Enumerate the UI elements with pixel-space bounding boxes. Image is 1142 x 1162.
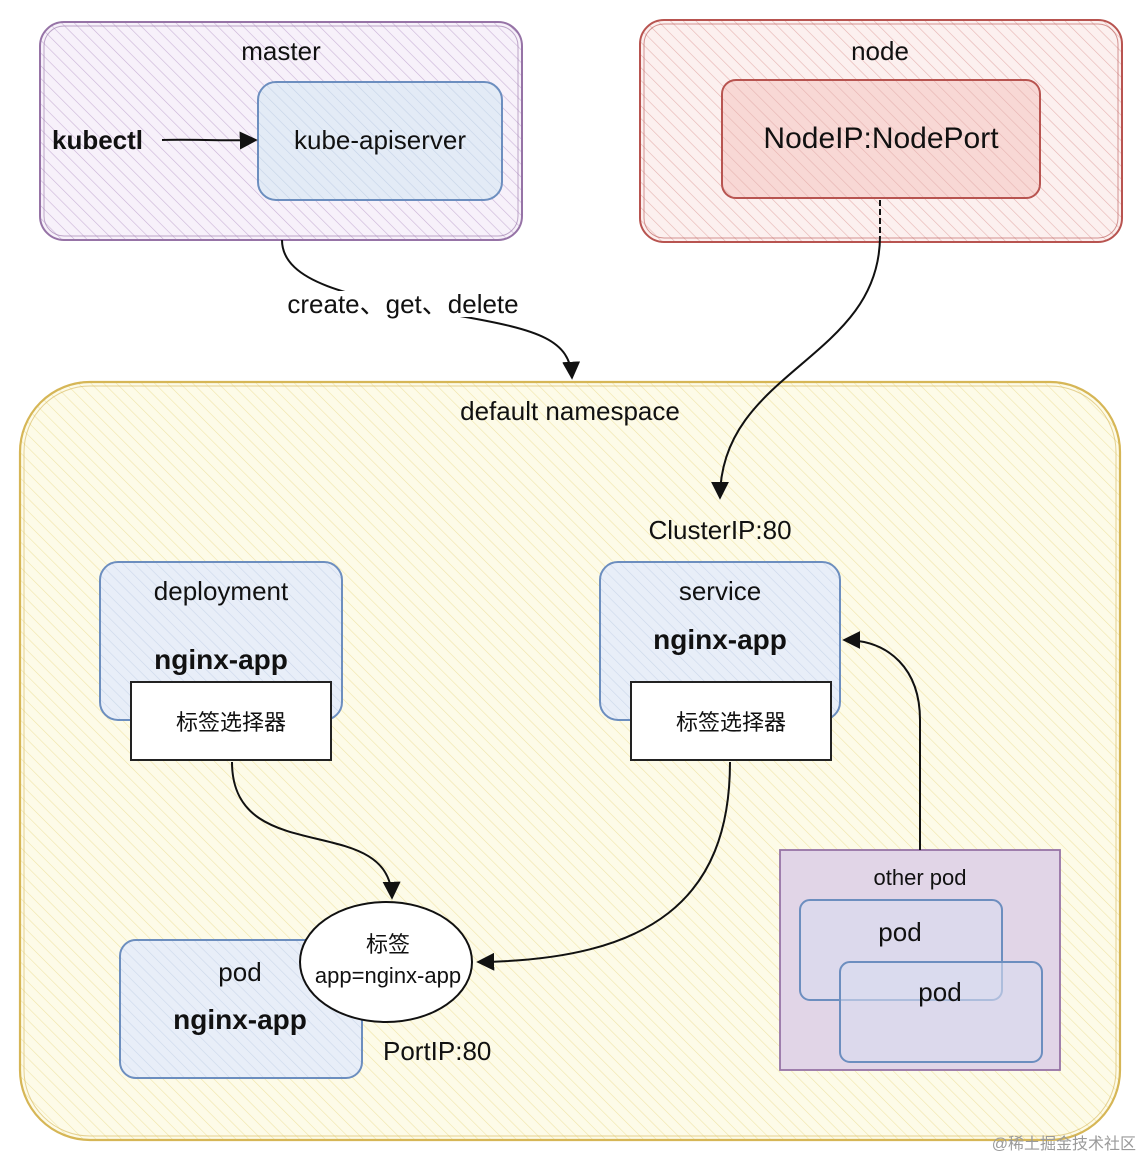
service-kind: service — [678, 576, 762, 606]
other-pod-to-service-arrow — [842, 631, 921, 850]
kubectl-to-apiserver-arrow — [161, 131, 258, 150]
nodeport-label: NodeIP:NodePort — [763, 122, 999, 155]
other-pod-item: pod — [878, 917, 922, 947]
nodeport-to-service-arrow-tail — [711, 235, 881, 500]
other-pod-item: pod — [918, 977, 962, 1007]
kube-apiserver-box — [257, 81, 503, 201]
pod-port-label: PortIP:80 — [383, 1036, 492, 1066]
ops-label: create、get、delete — [283, 291, 523, 317]
other-pod-title: other pod — [873, 865, 967, 890]
pod-name: nginx-app — [173, 1004, 307, 1035]
watermark: @稀土掘金技术社区 — [991, 1136, 1136, 1153]
kube-apiserver-label: kube-apiserver — [294, 125, 466, 155]
label-value: app=nginx-app — [314, 963, 462, 988]
master-title: master — [241, 36, 321, 66]
service-selector-to-label-arrow — [476, 761, 731, 971]
deployment-selector: 标签选择器 — [130, 681, 332, 761]
service-box — [599, 561, 841, 721]
namespace-title: default namespace — [460, 396, 680, 426]
label-ellipse — [299, 901, 473, 1023]
deployment-kind: deployment — [153, 576, 289, 606]
node-title: node — [851, 36, 909, 66]
other-pod-group — [779, 849, 1061, 1071]
service-name: nginx-app — [653, 624, 787, 655]
pod-kind: pod — [218, 957, 262, 987]
service-selector: 标签选择器 — [630, 681, 832, 761]
label-title: 标签 — [365, 932, 411, 957]
deployment-selector-to-label-arrow — [231, 761, 401, 900]
deployment-name: nginx-app — [154, 644, 288, 675]
kubectl-label: kubectl — [52, 125, 144, 155]
nodeport-box — [721, 79, 1041, 199]
cluster-ip-label: ClusterIP:80 — [648, 515, 792, 545]
deployment-box — [99, 561, 343, 721]
